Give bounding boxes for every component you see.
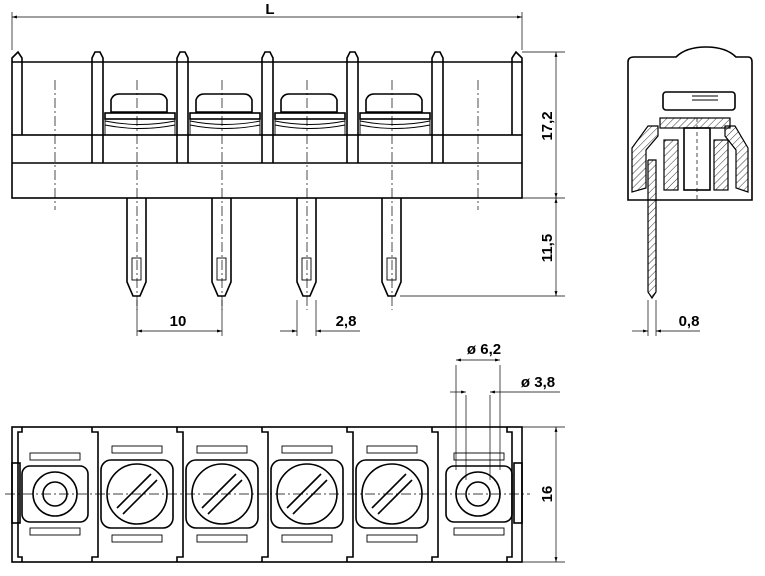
dimension-body-height: 17,2 xyxy=(522,51,565,199)
label-inner-diameter: ø 3,8 xyxy=(521,374,555,391)
label-pin-width: 2,8 xyxy=(336,313,357,330)
side-screw-shaft xyxy=(683,127,711,191)
side-screw-head xyxy=(662,91,736,111)
dimension-pin-width: 2,8 xyxy=(280,300,360,336)
label-pin-thickness: 0,8 xyxy=(679,313,700,330)
top-view: ø 6,2 ø 3,8 16 xyxy=(5,341,565,563)
solder-pins xyxy=(126,198,402,297)
dimension-pitch: 10 xyxy=(136,300,223,336)
side-section-right xyxy=(724,125,749,193)
side-pin xyxy=(647,159,657,300)
dimension-width: 16 xyxy=(522,426,565,563)
side-clamp-plate xyxy=(659,117,731,129)
dimension-length: L xyxy=(11,1,523,50)
label-pitch: 10 xyxy=(170,313,187,330)
front-center-lines xyxy=(54,80,479,310)
label-length: L xyxy=(265,1,274,18)
front-view: L 17,2 11,5 10 2,8 xyxy=(11,1,565,336)
front-body-base xyxy=(11,134,523,199)
screw-clamps xyxy=(104,93,431,136)
right-end-wall xyxy=(511,50,523,135)
barrier-walls xyxy=(12,51,522,164)
dimension-pin-height: 11,5 xyxy=(400,198,565,297)
label-height-body: 17,2 xyxy=(539,111,556,140)
left-end-wall xyxy=(11,50,23,135)
label-height-pin: 11,5 xyxy=(539,234,556,262)
label-outer-diameter: ø 6,2 xyxy=(467,341,501,358)
top-barriers xyxy=(17,427,513,562)
side-housing xyxy=(627,46,753,201)
label-width: 16 xyxy=(539,486,556,503)
dimension-outer-diameter: ø 6,2 xyxy=(455,341,501,470)
side-section-left xyxy=(631,125,659,193)
dimension-inner-diameter: ø 3,8 xyxy=(450,374,560,480)
dimension-pin-thickness: 0,8 xyxy=(632,300,700,336)
side-view: 0,8 xyxy=(627,46,753,336)
